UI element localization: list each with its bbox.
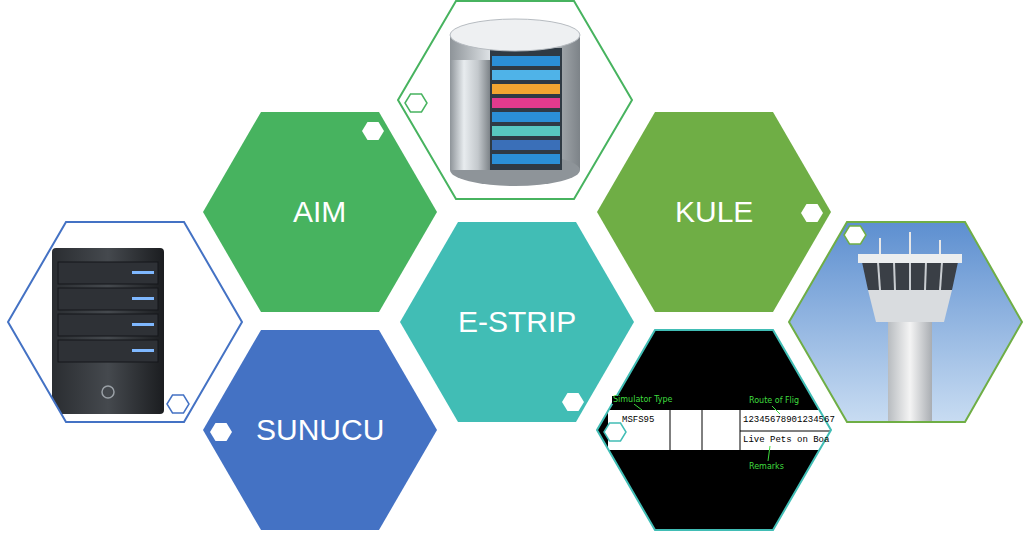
node-title: AIM [293,195,346,229]
strip-cell: 12345678901234567 [743,416,835,425]
strip-cell: Live Pets on Boa [743,436,829,445]
annotation-label: Remarks [748,463,785,471]
hexagon-node: KULE [675,195,753,229]
node-title: E-STRIP [458,305,576,339]
strip-cell: MSFS95 [622,416,654,425]
hexagon-node: SUNUCU [256,413,384,447]
hexagon-node: E-STRIP [458,305,576,339]
annotation-label: Simulator Type [612,396,674,404]
node-title: KULE [675,195,753,229]
node-title: SUNUCU [256,413,384,447]
annotation-label: Route of Flig [748,397,800,405]
hexagon-node: AIM [293,195,346,229]
